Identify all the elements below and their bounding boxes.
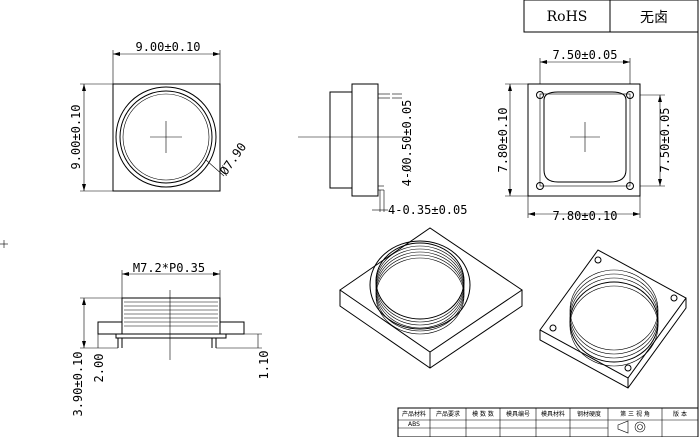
pin-height-label: 1.10 <box>257 351 271 380</box>
total-height-label: 3.90±0.10 <box>71 351 85 416</box>
tb-header-7: 第 三 视 角 <box>620 410 650 418</box>
title-block: 产品材料 产品要求 模 数 数 模具编号 模具材料 钢材硬度 第 三 视 角 版… <box>397 407 699 437</box>
back-top-label: 7.50±0.05 <box>552 48 617 62</box>
side-pin-width-label: 4-0.35±0.05 <box>388 203 467 217</box>
back-left-label: 7.80±0.10 <box>496 107 510 172</box>
third-angle-projection-icon <box>617 420 646 434</box>
front-view: 9.00±0.10 9.00±0.10 Ø7.90 <box>69 40 249 192</box>
thread-view: M7.2*P0.35 3.90±0.10 2.00 1.10 <box>71 261 271 417</box>
base-height-label: 2.00 <box>92 354 106 383</box>
back-view: 7.50±0.05 7.80±0.10 7.50±0.05 7.80±0.10 <box>496 48 672 223</box>
side-pin-spacing-label: 4-Ø0.50±0.05 <box>400 100 414 187</box>
tb-header-4: 模具编号 <box>506 410 530 418</box>
back-bottom-label: 7.80±0.10 <box>552 209 617 223</box>
isometric-view-back <box>539 249 687 389</box>
tb-header-5: 模具材料 <box>541 410 565 418</box>
back-right-label: 7.50±0.05 <box>658 107 672 172</box>
tb-header-2: 产品要求 <box>436 410 460 418</box>
tb-header-6: 钢材硬度 <box>577 410 601 418</box>
front-height-label: 9.00±0.10 <box>69 104 83 169</box>
side-view: 4-Ø0.50±0.05 4-0.35±0.05 <box>298 83 467 217</box>
rohs-label: RoHS <box>547 9 588 25</box>
front-diameter-label: Ø7.90 <box>217 140 249 178</box>
tb-header-3: 模 数 数 <box>472 410 494 418</box>
thread-lines <box>122 297 220 327</box>
tb-header-1: 产品材料 <box>402 410 426 418</box>
tb-material-value: ABS <box>408 421 420 428</box>
halogen-free-label: 无卤 <box>640 10 668 26</box>
isometric-view-front <box>339 227 523 369</box>
tb-header-8: 版 本 <box>673 410 687 418</box>
rohs-box: RoHS 无卤 <box>523 0 699 33</box>
front-width-label: 9.00±0.10 <box>135 40 200 54</box>
thread-spec-label: M7.2*P0.35 <box>133 261 205 275</box>
